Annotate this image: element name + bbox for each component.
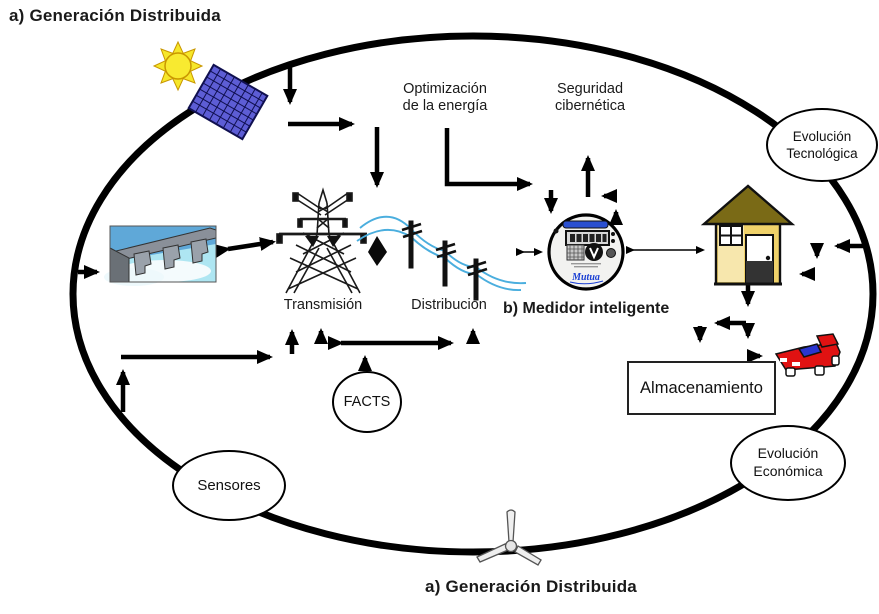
label-seguridad: Seguridad cibernética [554,81,626,115]
label-medidor: b) Medidor inteligente [503,300,670,317]
distribution-lines-icon [356,215,527,301]
hydro-dam-icon [104,225,217,286]
flow-arrows [78,62,865,412]
house-icon [700,184,796,286]
title-bottom: a) Generación Distribuida [425,577,637,596]
solar-panel-icon [187,63,269,141]
smart-meter-icon: Mutua [547,213,625,291]
bubble-sensores: Sensores [172,450,286,521]
bubble-evolucion-economica: Evolución Económica [730,425,846,501]
label-optimizacion: Optimización de la energía [402,81,488,115]
bubble-facts: FACTS [332,371,402,433]
wind-turbine-icon [476,509,542,566]
meter-brand-label: Mutua [571,272,600,283]
thin-link-arrows [516,246,705,256]
bubble-evolucion-tecnologica: Evolución Tecnológica [766,108,878,182]
sun-icon [152,40,204,92]
kite-diamond-icon [368,236,387,266]
transmission-tower-icon [276,187,367,294]
label-transmision: Transmisión [283,297,363,313]
label-distribucion: Distribución [411,297,487,313]
arrow-optimizacion [444,128,533,191]
boundary-ellipse [69,32,877,556]
storage-box: Almacenamiento [627,361,776,415]
title-top: a) Generación Distribuida [9,6,221,25]
electric-car-icon [774,333,841,377]
arrow-dam-transmission [214,237,276,258]
